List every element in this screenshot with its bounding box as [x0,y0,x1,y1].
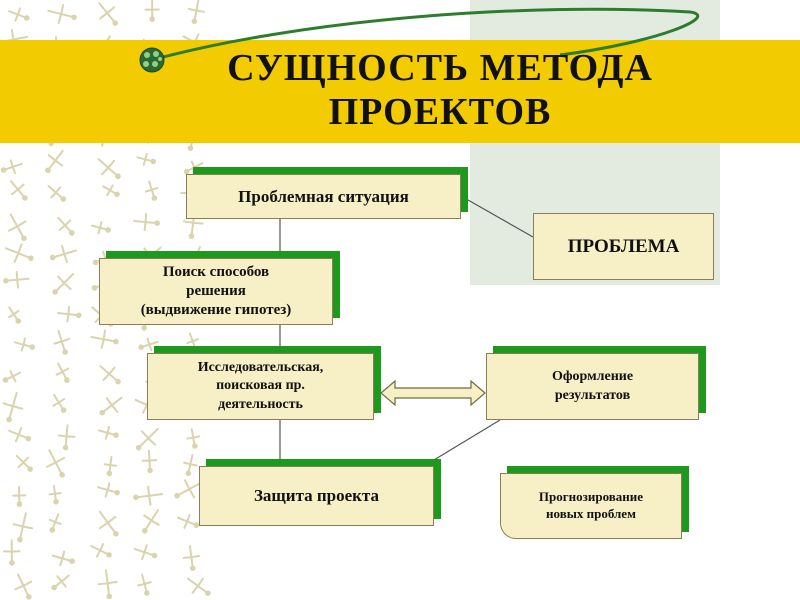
pattern-mark [186,332,200,352]
pattern-mark [13,337,35,352]
pattern-mark [12,512,34,543]
pattern-mark [144,0,160,22]
pattern-mark [183,454,198,477]
pattern-mark [135,427,159,451]
pattern-mark [51,550,75,567]
pattern-mark [137,573,152,596]
pattern-mark [52,393,67,413]
pattern-mark [182,545,201,571]
pattern-mark [97,158,121,180]
pattern-mark [48,484,62,505]
pattern-mark [49,244,77,263]
forecasting-label: Прогнозирование новых проблем [538,489,644,521]
pattern-mark [133,544,158,561]
pattern-mark [57,424,76,451]
pattern-mark [186,428,201,449]
pattern-mark [7,213,27,242]
results-design-label: Оформление результатов [551,369,634,403]
pattern-mark [51,574,70,591]
pattern-mark [141,449,158,474]
pattern-mark [8,426,32,443]
page-title-line-1: СУЩНОСТЬ МЕТОДА [227,47,653,89]
problem-box: ПРОБЛЕМА [533,213,714,280]
decorative-arc [139,7,700,73]
pattern-mark [183,160,204,175]
pattern-mark [98,425,119,440]
pattern-mark [0,159,23,175]
page-title-line-2: ПРОЕКТОВ [328,91,552,133]
project-defense-box: Защита проекта [199,466,434,526]
pattern-mark [45,449,66,478]
double-arrow-icon [380,379,486,407]
pattern-mark [103,455,118,477]
pattern-mark [7,306,22,324]
pattern-mark [174,479,203,499]
pattern-mark [187,0,205,25]
pattern-mark [90,221,112,235]
research-activity-label: Исследовательская, поисковая пр. деятель… [197,360,324,412]
pattern-mark [47,185,67,202]
forecasting-box: Прогнозирование новых проблем [500,473,682,539]
pattern-mark [3,270,30,289]
pattern-mark [90,329,119,349]
connector-results-defense [423,419,501,467]
pattern-mark [133,485,164,506]
problem-label: ПРОБЛЕМА [567,235,680,257]
pattern-mark [98,510,119,537]
results-design-box: Оформление результатов [486,353,699,420]
pattern-mark [4,243,34,263]
pattern-mark [144,180,159,201]
pattern-mark [14,573,33,600]
pattern-mark [141,509,160,534]
pattern-mark [90,543,112,558]
pattern-mark [138,337,159,352]
search-methods-label: Поиск способов решения (выдвижение гипот… [140,264,292,318]
title-band [0,40,800,143]
pattern-mark [176,513,200,529]
pattern-mark [99,396,123,416]
search-methods-box: Поиск способов решения (выдвижение гипот… [99,258,333,325]
pattern-mark [53,329,71,355]
project-defense-label: Защита проекта [253,486,380,505]
pattern-mark [186,577,211,597]
pattern-mark [97,482,120,498]
pattern-mark [52,272,75,295]
pattern-mark [9,180,28,201]
problem-situation-box: Проблемная ситуация [186,174,461,219]
pattern-mark [99,365,121,385]
pattern-mark [102,184,120,198]
pattern-mark [2,391,24,423]
connector-situation-problem [460,195,534,238]
pattern-mark [133,212,160,232]
pattern-mark [2,370,22,383]
pattern-mark [48,513,62,533]
pattern-mark [98,2,119,26]
pattern-mark [57,216,75,236]
pattern-mark [97,569,118,600]
pattern-mark [15,454,33,472]
pattern-mark [45,149,64,174]
globe-icon [139,47,165,73]
pattern-mark [47,3,77,25]
pattern-mark [57,305,82,323]
research-activity-box: Исследовательская, поисковая пр. деятель… [147,353,374,420]
pattern-mark [2,539,21,566]
pattern-mark [55,362,70,383]
pattern-mark [12,486,27,507]
problem-situation-label: Проблемная ситуация [238,186,409,206]
pattern-mark [136,152,157,166]
pattern-mark [8,7,30,22]
